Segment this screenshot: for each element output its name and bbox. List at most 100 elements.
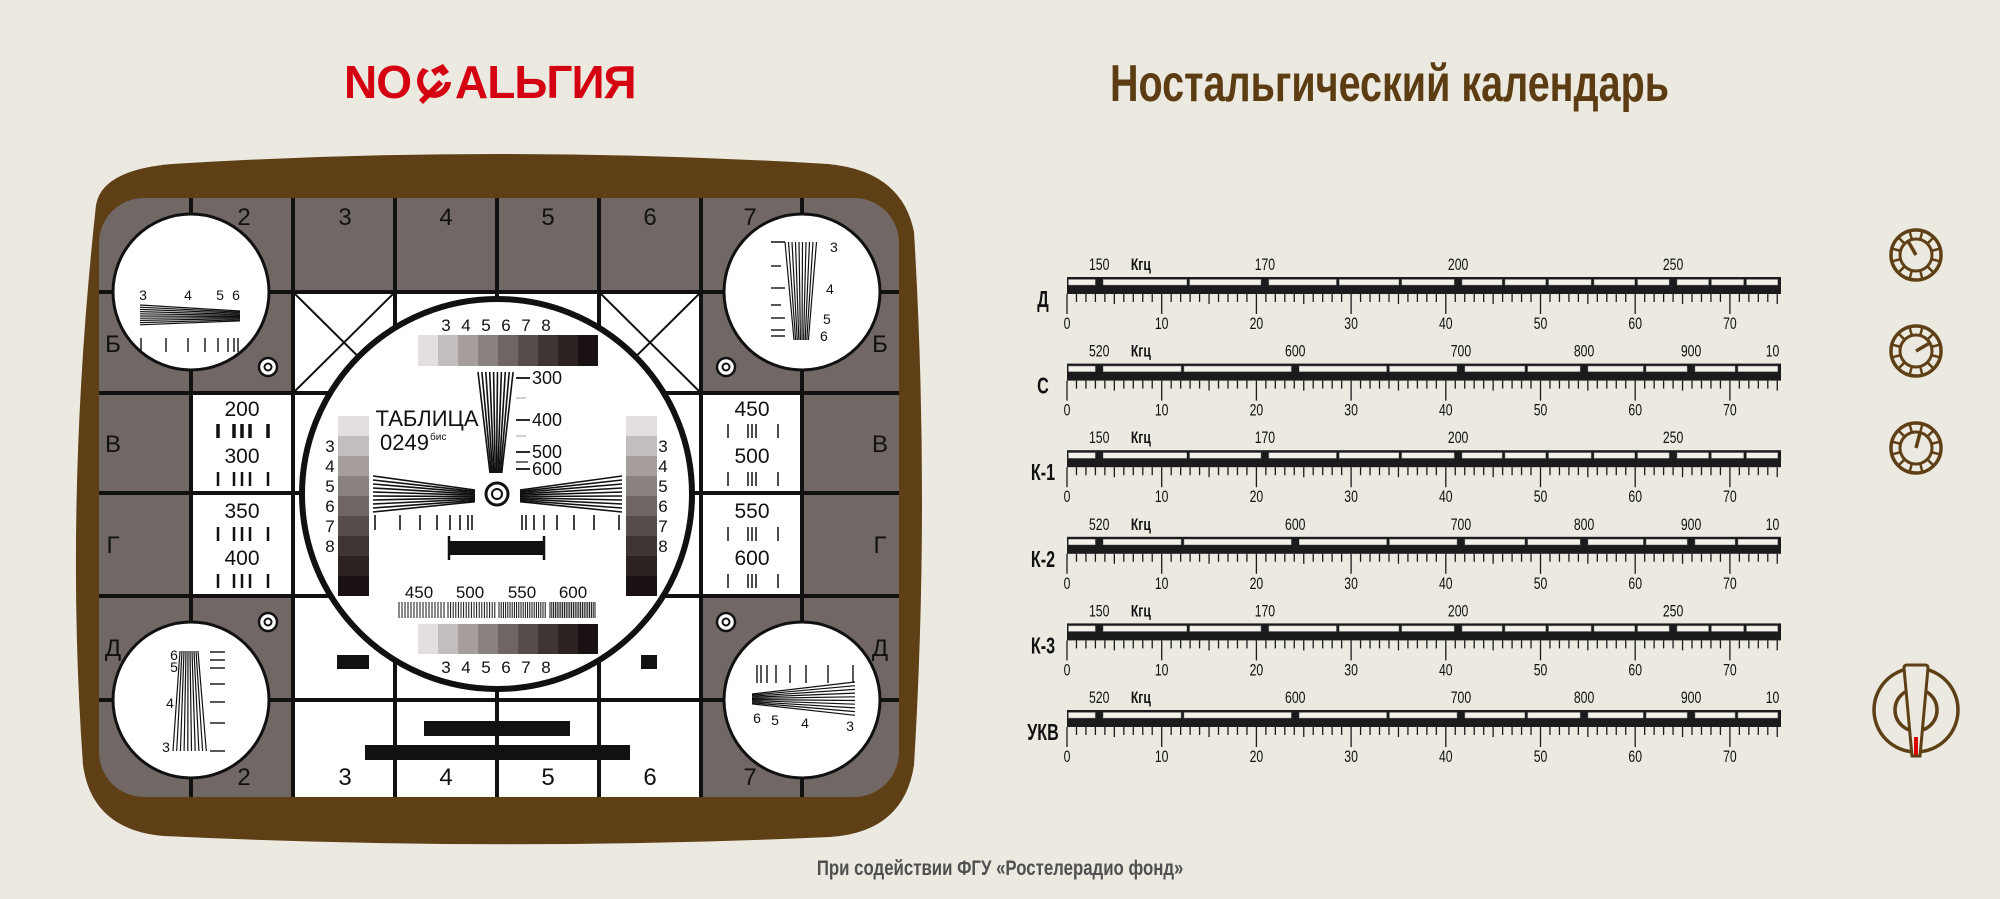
tone-knob[interactable]	[1889, 324, 1943, 378]
knob-spoke	[1891, 247, 1901, 253]
frequency-label: 450	[405, 583, 433, 602]
frequency-label: 150	[1089, 429, 1109, 447]
dial-slot-segment	[1461, 625, 1503, 632]
knob-needle	[1914, 433, 1922, 449]
dial-slot-segment	[1461, 452, 1503, 459]
alignment-target	[715, 611, 737, 633]
frequency-label: 250	[1663, 256, 1683, 274]
knob-spoke	[1931, 257, 1941, 263]
knob-spoke	[1926, 236, 1935, 245]
dial-slot-segment	[1189, 279, 1262, 286]
dial-slot-segment	[1464, 712, 1526, 719]
logo-text-start: NO	[344, 56, 412, 108]
dial-number: 0	[1064, 315, 1071, 333]
corner-label: 3	[139, 287, 147, 303]
dial-slot-segment	[1339, 452, 1400, 459]
wedge-line	[751, 692, 856, 698]
dial-slot-segment	[1102, 279, 1187, 286]
dial-number: 70	[1723, 488, 1737, 506]
wedge-line	[519, 483, 623, 494]
dial-slot-segment	[1464, 365, 1526, 372]
frequency-label: 250	[1663, 429, 1683, 447]
dial-number: 20	[1250, 662, 1264, 680]
wedge-line	[372, 495, 476, 498]
wedge-line	[372, 487, 476, 495]
dial-slot-segment	[1548, 452, 1592, 459]
frequency-label: 200	[1448, 429, 1468, 447]
dial-number: 10	[1155, 488, 1169, 506]
resolution-label: 450	[734, 398, 769, 421]
frequency-label: 200	[1448, 256, 1468, 274]
volume-knob[interactable]	[1889, 228, 1943, 282]
wedge-line	[751, 703, 856, 716]
resolution-label: 200	[224, 398, 259, 421]
wedge-line	[519, 491, 623, 496]
wedge-line	[787, 241, 797, 341]
table-number: 0249	[380, 430, 429, 455]
grayscale-step	[626, 536, 657, 556]
dial-slot-segment	[1389, 539, 1458, 546]
wedge-line	[519, 487, 623, 495]
frequency-label: 600	[1285, 343, 1305, 361]
tuning-knob[interactable]	[1889, 421, 1943, 475]
dial-number: 20	[1250, 488, 1264, 506]
grayscale-step	[338, 416, 369, 436]
dial-number: 60	[1628, 748, 1642, 766]
dial-slot-segment	[1102, 625, 1187, 632]
column-number: 2	[237, 204, 250, 231]
knob-spoke	[1897, 458, 1906, 467]
logo[interactable]: NO ALЬГИЯ	[344, 54, 637, 110]
corner-label: 3	[162, 739, 170, 755]
switch-pointer	[1902, 663, 1930, 758]
wedge-line	[372, 497, 476, 501]
frequency-label: 150	[1089, 603, 1109, 621]
dial-number: 30	[1344, 488, 1358, 506]
grayscale-label: 6	[501, 316, 510, 335]
frequency-label: 800	[1574, 516, 1594, 534]
wedge-line	[519, 500, 623, 513]
wedge-line	[139, 317, 241, 319]
grayscale-step	[518, 335, 538, 366]
resolution-label: 550	[734, 500, 769, 523]
wedge-line	[794, 241, 800, 341]
band-switch-knob[interactable]	[1872, 663, 1960, 758]
resolution-label: 400	[224, 547, 259, 570]
dial-slot-segment	[1401, 625, 1455, 632]
grayscale-label: 7	[325, 517, 334, 536]
grayscale-step	[338, 536, 369, 556]
corner-label: 5	[216, 287, 224, 303]
unit-label: Кгц	[1131, 343, 1151, 361]
dial-slot-segment	[1339, 279, 1400, 286]
dial-slot-segment	[1676, 625, 1709, 632]
dial-slot-segment	[1711, 279, 1744, 286]
dial-slot-segment	[1464, 539, 1526, 546]
grayscale-label: 5	[481, 316, 490, 335]
grayscale-label: 4	[658, 457, 667, 476]
grayscale-step	[338, 436, 369, 456]
dial-number: 60	[1628, 575, 1642, 593]
dial-number: 40	[1439, 402, 1453, 420]
dial-number: 60	[1628, 402, 1642, 420]
grayscale-step	[626, 496, 657, 516]
dial-number: 0	[1064, 662, 1071, 680]
wedge-line	[751, 688, 856, 697]
dial-slot-segment	[1504, 625, 1546, 632]
wedge-line	[481, 371, 493, 474]
wedge-line	[139, 318, 241, 321]
column-number: 5	[541, 204, 554, 231]
knob-spoke	[1908, 230, 1914, 240]
column-number: 3	[338, 204, 351, 231]
grayscale-label: 6	[501, 658, 510, 677]
dial-number: 70	[1723, 748, 1737, 766]
knob-spoke	[1918, 230, 1924, 240]
dial-slot-segment	[1676, 452, 1709, 459]
wedge-line	[139, 315, 241, 318]
frequency-label: 520	[1089, 343, 1109, 361]
frequency-label: 900	[1681, 516, 1701, 534]
